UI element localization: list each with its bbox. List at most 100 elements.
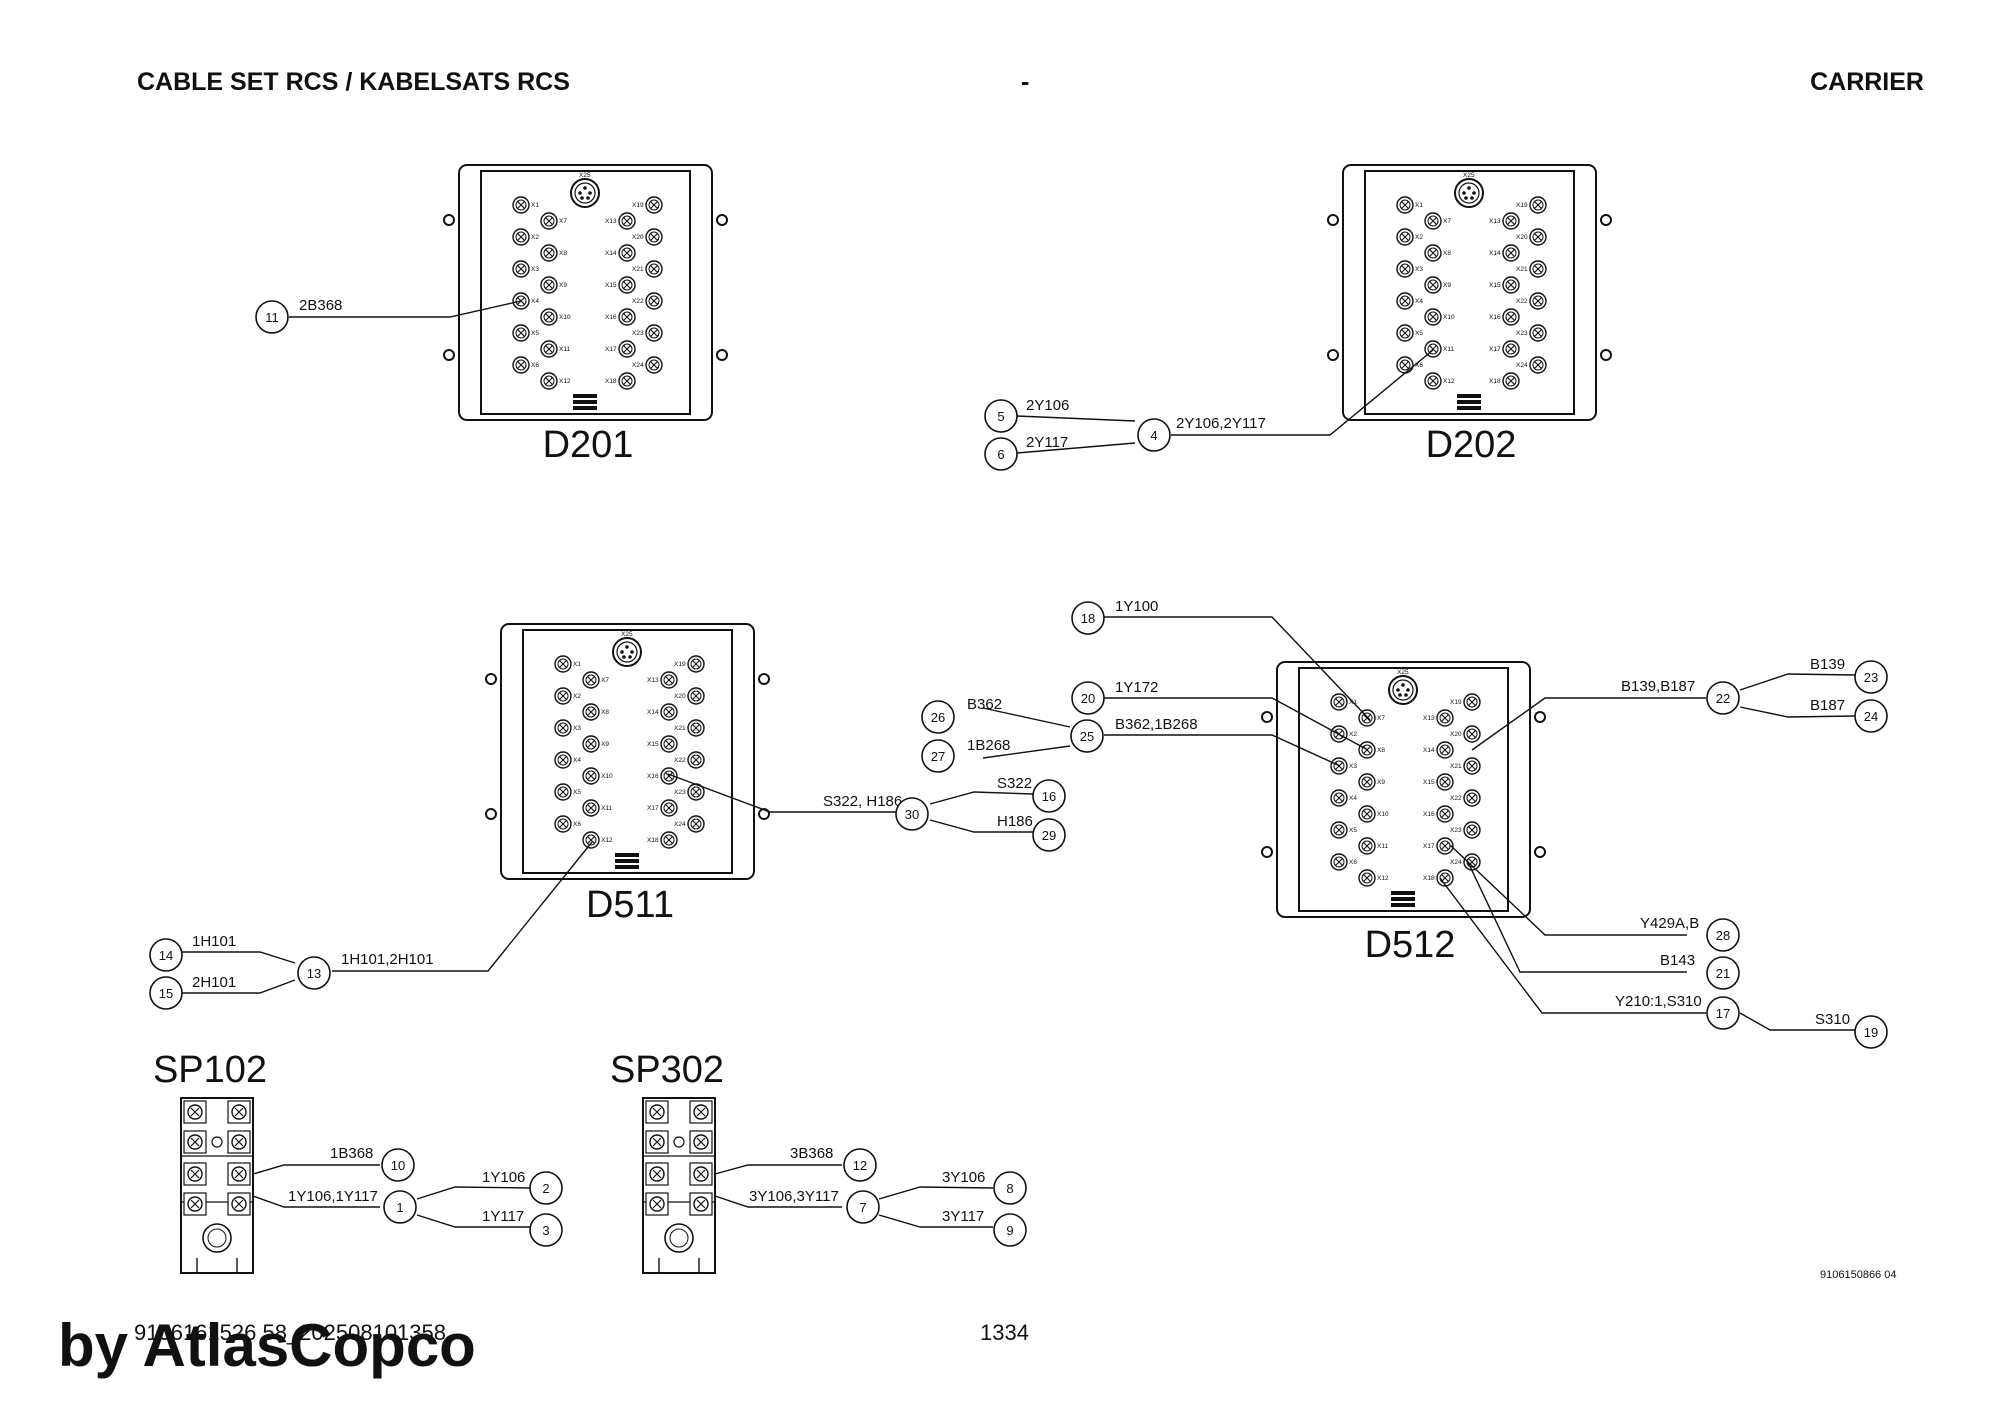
svg-text:X21: X21 <box>674 725 686 732</box>
device-label-d202: D202 <box>1426 424 1517 466</box>
svg-text:X7: X7 <box>559 218 567 225</box>
atlas-copco-watermark: by AtlasCopco <box>58 1312 476 1379</box>
svg-text:24: 24 <box>1864 709 1878 724</box>
svg-text:12: 12 <box>853 1158 867 1173</box>
splitter-label-sp102: SP102 <box>153 1049 267 1091</box>
atlas-copco-logo <box>615 853 639 869</box>
svg-text:X5: X5 <box>1349 827 1357 834</box>
cable-label-1b268: 1B268 <box>967 737 1010 754</box>
svg-text:X4: X4 <box>531 298 539 305</box>
svg-text:X20: X20 <box>1450 731 1462 738</box>
splitter-sp102 <box>180 1097 254 1274</box>
svg-text:X19: X19 <box>674 661 686 668</box>
svg-text:7: 7 <box>859 1200 866 1215</box>
section-title: CARRIER <box>1810 68 1924 96</box>
cable-label-3y106: 3Y106 <box>942 1169 985 1186</box>
svg-text:X8: X8 <box>559 250 567 257</box>
balloon-29: 29 <box>1032 818 1066 852</box>
svg-text:X18: X18 <box>1489 378 1501 385</box>
svg-text:X1: X1 <box>573 661 581 668</box>
port-column-left <box>1396 196 1414 374</box>
svg-text:X16: X16 <box>1489 314 1501 321</box>
cable-label-3y106-3y117: 3Y106,3Y117 <box>749 1188 839 1205</box>
svg-text:X11: X11 <box>1443 346 1454 353</box>
balloon-9: 9 <box>993 1213 1027 1247</box>
balloon-4: 4 <box>1137 418 1171 452</box>
cable-label-b362-1b268: B362,1B268 <box>1115 716 1198 733</box>
svg-text:X24: X24 <box>674 821 686 828</box>
balloon-6: 6 <box>984 437 1018 471</box>
cable-label-2y117: 2Y117 <box>1026 434 1068 451</box>
cable-label-2y106-2y117: 2Y106,2Y117 <box>1176 415 1266 432</box>
x25-label: X25 <box>579 172 591 179</box>
svg-text:X9: X9 <box>559 282 567 289</box>
device-body <box>443 164 728 421</box>
svg-text:X6: X6 <box>531 362 539 369</box>
cable-label-s322: S322 <box>997 775 1032 792</box>
cable-label-2h101: 2H101 <box>192 974 236 991</box>
balloon-10: 10 <box>381 1148 415 1182</box>
svg-text:5: 5 <box>997 409 1004 424</box>
svg-text:X7: X7 <box>1377 715 1385 722</box>
balloon-23: 23 <box>1854 660 1888 694</box>
device-body <box>485 623 770 880</box>
svg-text:X4: X4 <box>1415 298 1423 305</box>
port-column-inner-left <box>1358 709 1376 887</box>
cable-label-y429a-b: Y429A,B <box>1640 915 1699 932</box>
svg-text:X7: X7 <box>601 677 609 684</box>
svg-text:X10: X10 <box>559 314 571 321</box>
svg-text:X5: X5 <box>1415 330 1423 337</box>
svg-text:17: 17 <box>1716 1006 1730 1021</box>
svg-text:X3: X3 <box>531 266 539 273</box>
svg-text:X6: X6 <box>1349 859 1357 866</box>
balloon-14: 14 <box>149 938 183 972</box>
port-column-right <box>1529 196 1547 374</box>
svg-text:X8: X8 <box>1443 250 1451 257</box>
svg-text:27: 27 <box>931 749 945 764</box>
svg-text:X6: X6 <box>573 821 581 828</box>
cable-label-b187: B187 <box>1810 697 1845 714</box>
svg-text:X23: X23 <box>1516 330 1528 337</box>
svg-text:X13: X13 <box>605 218 617 225</box>
svg-text:6: 6 <box>997 447 1004 462</box>
svg-text:X10: X10 <box>1443 314 1455 321</box>
svg-text:X19: X19 <box>632 202 644 209</box>
svg-text:X6: X6 <box>1415 362 1423 369</box>
x25-label: X25 <box>621 631 633 638</box>
svg-text:X9: X9 <box>1377 779 1385 786</box>
cable-label-1h101-2h101: 1H101,2H101 <box>341 951 434 968</box>
svg-text:22: 22 <box>1716 691 1730 706</box>
x25-connector-icon <box>1388 675 1418 705</box>
cable-label-b362: B362 <box>967 696 1002 713</box>
balloon-24: 24 <box>1854 699 1888 733</box>
svg-text:16: 16 <box>1042 789 1056 804</box>
svg-text:X12: X12 <box>1377 875 1389 882</box>
cable-labels: 2B368 2Y106 2Y117 2Y106,2Y117 1Y100 1Y17… <box>192 297 1850 1225</box>
balloon-30: 30 <box>895 797 929 831</box>
svg-text:X11: X11 <box>559 346 570 353</box>
svg-text:8: 8 <box>1006 1181 1013 1196</box>
svg-text:11: 11 <box>265 310 279 325</box>
port-labels: X1 X2 X3 X4 X5 X6 X7 X8 X9 X10 X11 X12 X… <box>1349 699 1462 882</box>
port-column-left <box>554 655 572 833</box>
header-dash: - <box>1021 68 1030 96</box>
cable-leader-lines <box>166 300 1856 1228</box>
device-body <box>1327 164 1612 421</box>
balloon-13: 13 <box>297 956 331 990</box>
cable-label-2b368: 2B368 <box>299 297 342 314</box>
svg-text:21: 21 <box>1716 966 1730 981</box>
svg-text:X17: X17 <box>647 805 659 812</box>
svg-text:X17: X17 <box>605 346 617 353</box>
svg-text:X21: X21 <box>1450 763 1462 770</box>
svg-text:X19: X19 <box>1516 202 1528 209</box>
svg-text:X15: X15 <box>1489 282 1501 289</box>
document-title: CABLE SET RCS / KABELSATS RCS <box>137 68 570 96</box>
device-label-d201: D201 <box>543 424 634 466</box>
svg-text:X1: X1 <box>531 202 539 209</box>
port-column-right <box>687 655 705 833</box>
splitter-label-sp302: SP302 <box>610 1049 724 1091</box>
port-column-left <box>1330 693 1348 871</box>
svg-text:X3: X3 <box>1349 763 1357 770</box>
port-column-inner-left <box>540 212 558 390</box>
